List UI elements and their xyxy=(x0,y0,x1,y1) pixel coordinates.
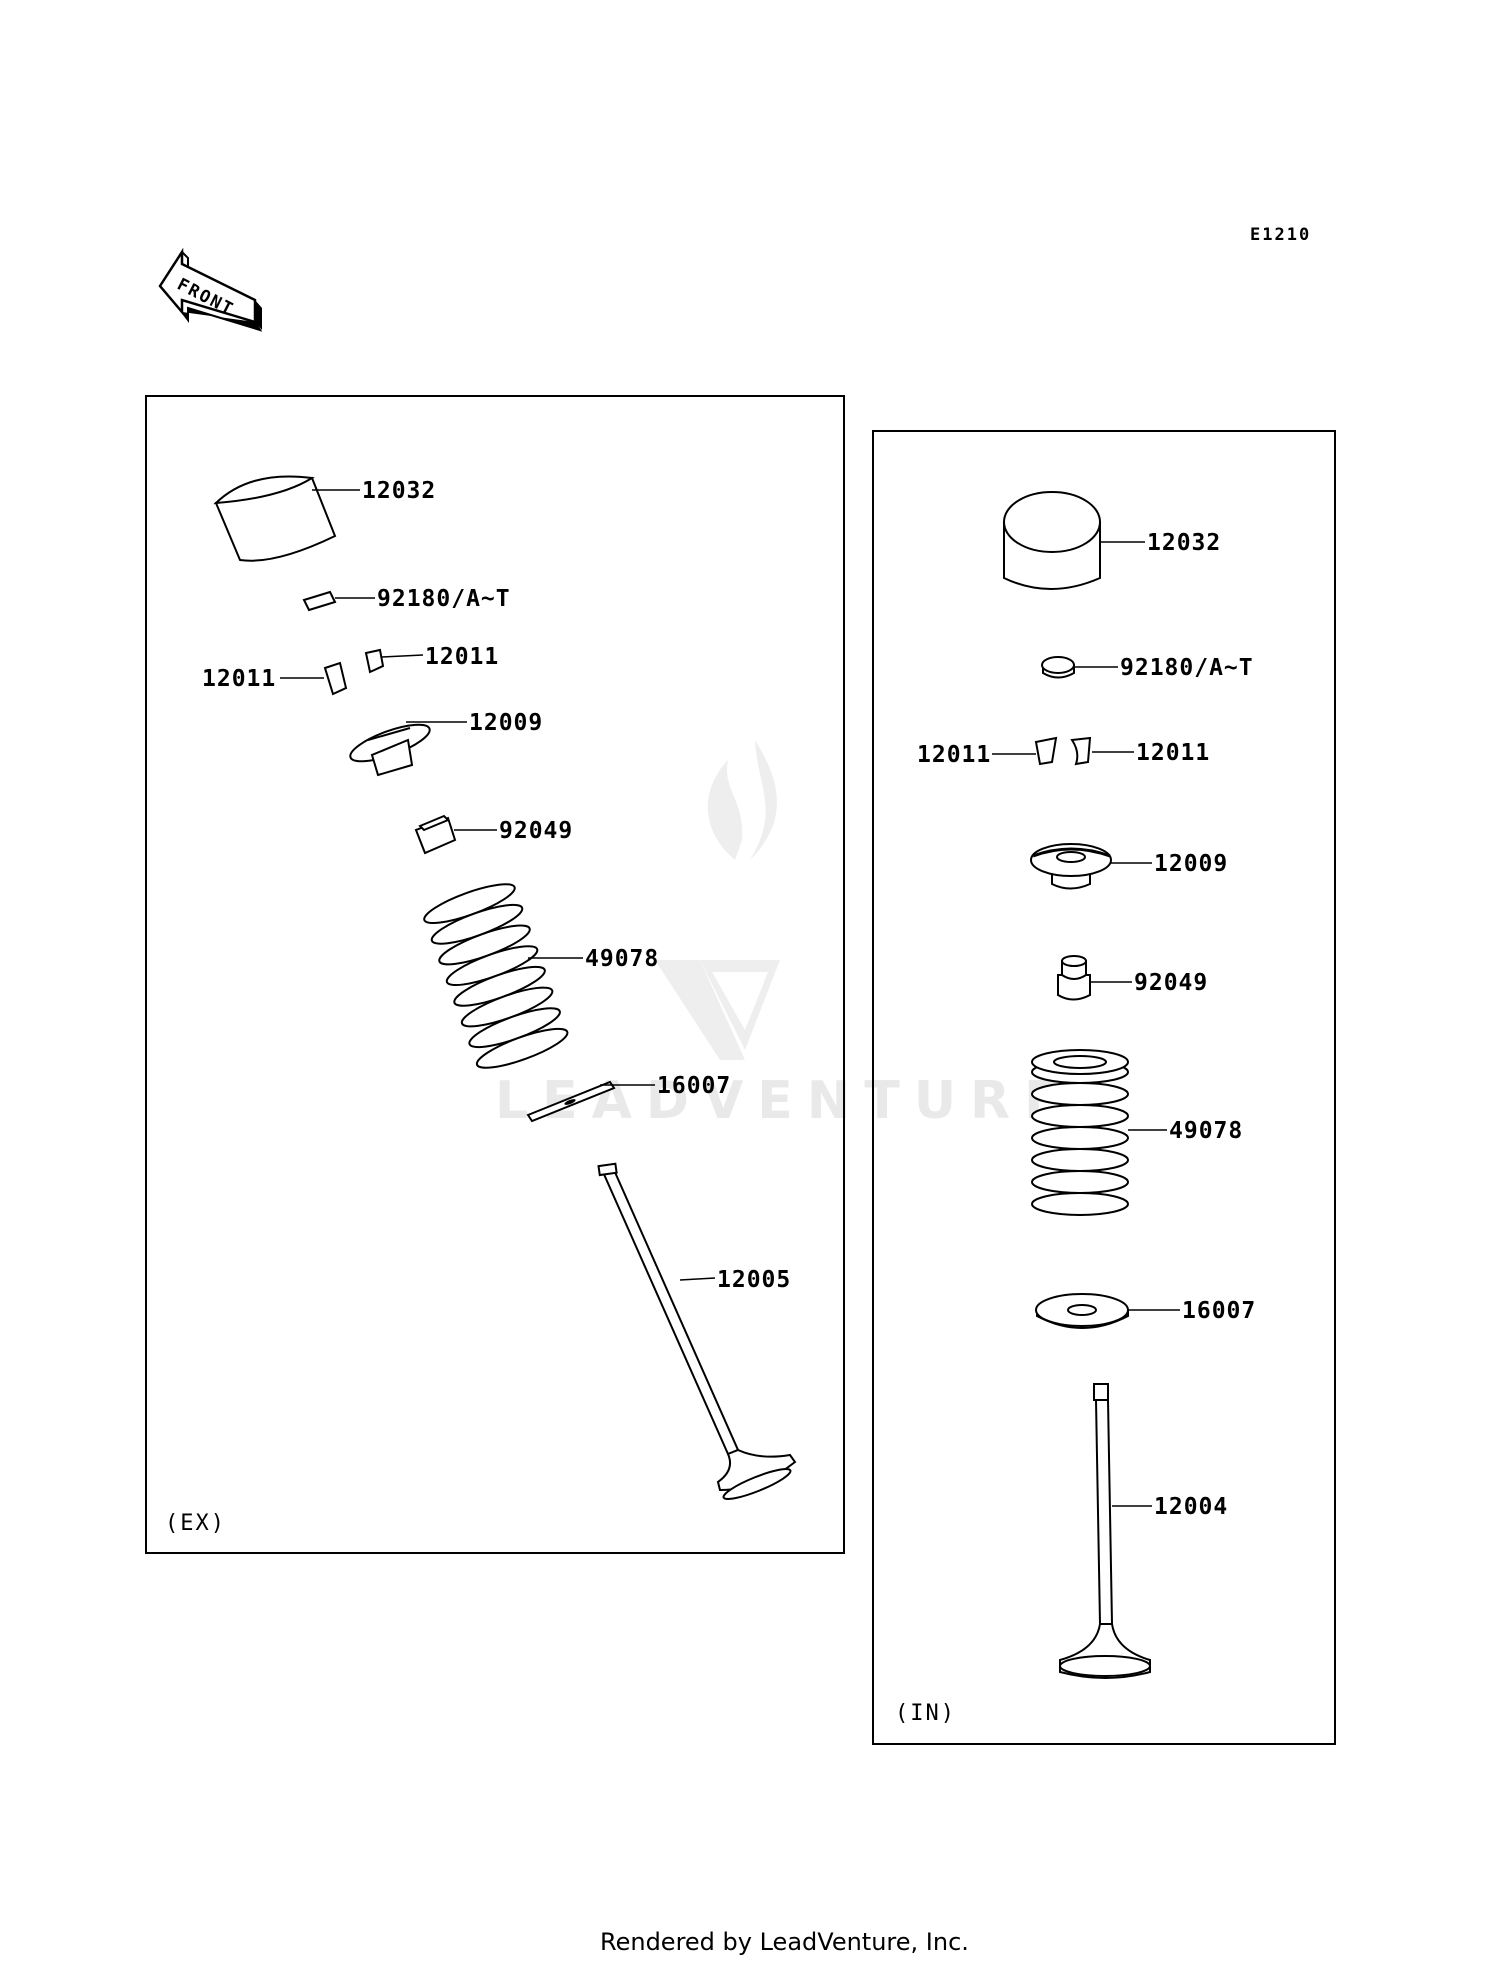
ex-label-12011-right: 12011 xyxy=(425,644,499,670)
in-label-92049: 92049 xyxy=(1134,970,1208,996)
ex-label-12005: 12005 xyxy=(717,1267,791,1293)
ex-shim-92180 xyxy=(302,590,337,612)
in-label-12004: 12004 xyxy=(1154,1494,1228,1520)
in-washer-16007 xyxy=(1035,1293,1129,1329)
in-seal-92049 xyxy=(1057,955,1091,1001)
ex-label-16007: 16007 xyxy=(657,1073,731,1099)
footer-credit: Rendered by LeadVenture, Inc. xyxy=(600,1928,969,1956)
in-label-16007: 16007 xyxy=(1182,1298,1256,1324)
in-label-12011-left: 12011 xyxy=(917,742,991,768)
in-label-49078: 49078 xyxy=(1169,1118,1243,1144)
ex-seal-92049 xyxy=(414,814,457,855)
ex-keeper-12011-right xyxy=(364,648,385,674)
in-spring-49078 xyxy=(1031,1049,1129,1216)
in-keeper-12011-right xyxy=(1070,736,1092,766)
ex-label-92180: 92180/A~T xyxy=(377,586,511,612)
ex-label-92049: 92049 xyxy=(499,818,573,844)
front-arrow-icon xyxy=(158,247,263,332)
ex-valve-12005 xyxy=(597,1162,797,1500)
in-panel-tag: (IN) xyxy=(895,1701,956,1726)
in-label-12032: 12032 xyxy=(1147,530,1221,556)
watermark-text: LEADVENTURE xyxy=(495,1071,1074,1131)
in-panel-border xyxy=(872,430,1336,1745)
in-tappet-12032 xyxy=(1003,491,1101,590)
diagram-code: E1210 xyxy=(1250,225,1311,245)
in-label-12011-right: 12011 xyxy=(1136,740,1210,766)
in-label-12009: 12009 xyxy=(1154,851,1228,877)
ex-retainer-12009 xyxy=(349,723,431,777)
leadventure-watermark-logo xyxy=(655,740,780,1060)
ex-label-12032: 12032 xyxy=(362,478,436,504)
ex-keeper-12011-left xyxy=(323,661,348,696)
in-keeper-12011-left xyxy=(1034,736,1058,766)
in-retainer-12009 xyxy=(1030,843,1112,890)
ex-label-12011-left: 12011 xyxy=(202,666,276,692)
ex-panel-border xyxy=(145,395,845,1554)
in-shim-92180 xyxy=(1041,656,1075,679)
in-label-92180: 92180/A~T xyxy=(1120,655,1254,681)
in-valve-12004 xyxy=(1059,1383,1151,1679)
ex-tappet-12032 xyxy=(213,475,337,562)
ex-panel-tag: (EX) xyxy=(165,1511,226,1536)
ex-label-49078: 49078 xyxy=(585,946,659,972)
ex-washer-16007 xyxy=(526,1080,616,1123)
ex-spring-49078 xyxy=(423,883,569,1069)
ex-label-12009: 12009 xyxy=(469,710,543,736)
